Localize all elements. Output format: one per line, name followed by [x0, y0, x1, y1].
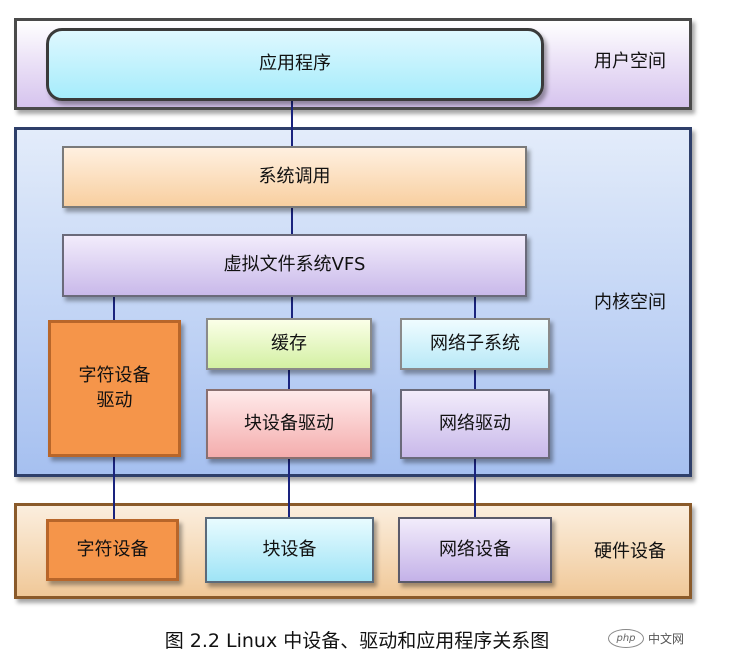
syscall-node: 系统调用	[62, 146, 527, 208]
net-driver-node: 网络驱动	[400, 389, 550, 459]
char-device-node: 字符设备	[46, 519, 179, 581]
kernel-space-label: 内核空间	[594, 292, 666, 313]
vfs-node: 虚拟文件系统VFS	[62, 234, 527, 297]
net-device-node: 网络设备	[398, 517, 552, 583]
hardware-label: 硬件设备	[594, 541, 666, 562]
net-subsystem-node: 网络子系统	[400, 318, 550, 370]
block-driver-node: 块设备驱动	[206, 389, 372, 459]
figure-caption: 图 2.2 Linux 中设备、驱动和应用程序关系图	[164, 629, 550, 652]
user-space-label: 用户空间	[594, 51, 666, 72]
app-node: 应用程序	[46, 28, 544, 101]
watermark: php 中文网	[608, 627, 718, 649]
cache-node: 缓存	[206, 318, 372, 370]
watermark-text: 中文网	[648, 631, 685, 646]
block-device-node: 块设备	[205, 517, 374, 583]
php-logo-icon: php	[608, 628, 644, 648]
char-driver-node: 字符设备 驱动	[48, 320, 181, 457]
